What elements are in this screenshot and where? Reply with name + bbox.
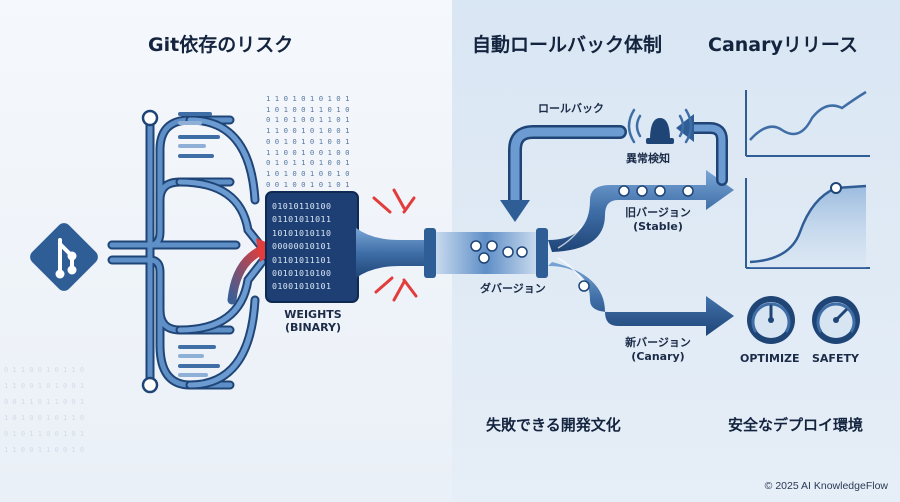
- anomaly-sparks: [372, 188, 418, 302]
- commit-lines: [178, 112, 220, 377]
- svg-text:0 0 1 1 0 1 1 0 0 1: 0 0 1 1 0 1 1 0 0 1: [4, 398, 84, 406]
- split-pipes: [548, 170, 734, 336]
- binary-block-text: 01010110100 01101011011 10101010110 0000…: [272, 200, 354, 294]
- binary-row: 01101011101: [272, 254, 332, 265]
- optimize-label: OPTIMIZE: [740, 352, 800, 365]
- heading-git-risk: Git依存のリスク: [148, 34, 294, 56]
- svg-text:1 0 1 0 0 1 0 1 1 0: 1 0 1 0 0 1 0 1 1 0: [4, 414, 84, 422]
- svg-text:1 1 0 0 1 1 0 0 1 0: 1 1 0 0 1 1 0 0 1 0: [4, 446, 84, 454]
- new-version-label: 新バージョン (Canary): [618, 334, 698, 363]
- binary-row: 01001010101: [272, 281, 332, 292]
- weights-label-line2: (BINARY): [284, 321, 342, 334]
- binary-stream-text: 1 1 0 1 0 1 0 1 0 1 1 0 1 0 0 1 1 0 1 0 …: [266, 94, 366, 190]
- dark-version-label: ダバージョン: [480, 282, 546, 295]
- binary-row: 10101010110: [272, 227, 332, 238]
- binary-row: 00101010100: [272, 268, 332, 279]
- copyright-text: © 2025 AI KnowledgeFlow: [764, 480, 888, 492]
- safety-gauge-icon: [812, 296, 860, 344]
- stream-row: 0 1 0 1 0 0 1 1 0 1: [266, 115, 350, 125]
- caption-deploy: 安全なデプロイ環境: [728, 416, 864, 434]
- stream-row: 0 1 0 1 1 0 1 0 0 1: [266, 158, 350, 168]
- weights-label: WEIGHTS (BINARY): [278, 308, 348, 334]
- rollback-label: ロールバック: [538, 102, 604, 115]
- binary-row: 01101011011: [272, 214, 332, 225]
- alarm-icon: [627, 108, 693, 144]
- svg-text:0 1 1 0 0 1 0 1 1 0: 0 1 1 0 0 1 0 1 1 0: [4, 366, 84, 374]
- safety-label: SAFETY: [812, 352, 859, 365]
- binary-row: 01010110100: [272, 201, 332, 211]
- main-pipe: [356, 228, 548, 278]
- git-logo-icon: [30, 223, 98, 291]
- new-version-tag: (Canary): [631, 350, 685, 363]
- old-version-label: 旧バージョン (Stable): [618, 204, 698, 233]
- heading-canary-release: Canaryリリース: [708, 34, 858, 56]
- growth-chart: [745, 178, 870, 269]
- optimize-gauge-icon: [747, 296, 795, 344]
- branch-network: [107, 109, 267, 394]
- caption-culture: 失敗できる開発文化: [486, 416, 621, 434]
- old-version-tag: (Stable): [633, 220, 683, 233]
- stream-row: 1 1 0 1 0 1 0 1 0 1: [266, 94, 350, 103]
- stream-row: 1 0 1 0 0 1 1 0 1 0: [266, 104, 350, 114]
- anomaly-label: 異常検知: [626, 152, 670, 165]
- background-noise: 0 1 1 0 0 1 0 1 1 0 1 1 0 0 1 0 1 0 0 1 …: [4, 366, 84, 454]
- trend-chart-top: [745, 90, 870, 157]
- stream-row: 1 1 0 0 1 0 0 1 0 0: [266, 147, 350, 157]
- old-version-name: 旧バージョン: [625, 206, 691, 219]
- binary-row: 00000010101: [272, 241, 332, 252]
- stream-row: 0 0 1 0 1 0 1 0 0 1: [266, 136, 350, 146]
- weights-label-line1: WEIGHTS: [284, 308, 342, 321]
- new-version-name: 新バージョン: [625, 336, 691, 349]
- stream-row: 0 0 1 0 0 1 0 1 0 1: [266, 179, 350, 189]
- svg-text:0 1 0 1 1 0 0 1 0 1: 0 1 0 1 1 0 0 1 0 1: [4, 430, 84, 438]
- heading-auto-rollback: 自動ロールバック体制: [472, 34, 663, 56]
- rollback-loop: [500, 114, 728, 222]
- stream-row: 1 1 0 0 1 0 1 0 0 1: [266, 126, 350, 136]
- stream-row: 1 0 1 0 0 1 0 0 1 0: [266, 168, 350, 178]
- svg-text:1 1 0 0 1 0 1 0 0 1: 1 1 0 0 1 0 1 0 0 1: [4, 382, 84, 390]
